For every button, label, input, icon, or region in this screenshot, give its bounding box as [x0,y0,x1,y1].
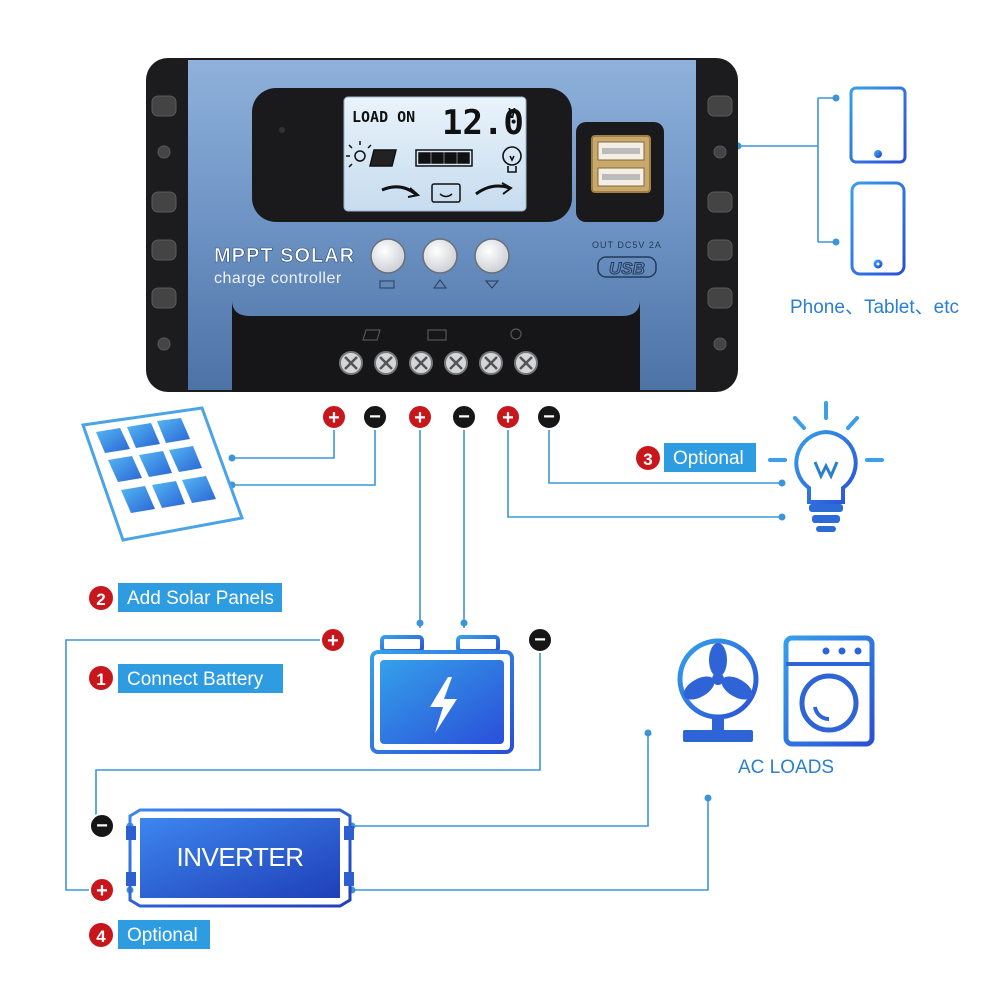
button-symbols-icon [379,279,500,289]
svg-text:3: 3 [643,450,652,469]
load-minus-badge: − [536,404,562,430]
lcd-value: 12.0 [442,103,524,143]
terminal-symbols-icon [362,328,522,341]
svg-text:−: − [543,406,555,428]
svg-text:+: + [328,407,340,429]
step-number-badge [636,446,660,470]
battery-terminal-plus-badge: + [320,627,346,653]
inverter-label: INVERTER [177,842,304,872]
solar-positive-wire [232,418,335,459]
step-label-box [118,920,210,949]
charge-controller: LOAD ON 12.0 V [146,58,738,392]
usb-logo-frame [597,256,657,278]
svg-text:+: + [327,630,339,652]
lcd-status: LOAD ON [352,108,415,126]
svg-text:1: 1 [96,670,105,689]
step-2: 2 Add Solar Panels [89,583,282,612]
fan-icon [677,638,759,742]
battery-plus-to-inverter-wire [65,639,333,891]
washing-machine-icon [783,635,875,747]
step-number-badge [89,923,113,947]
step-label-box [118,583,282,612]
svg-text:4: 4 [96,927,106,946]
step-label: Optional [127,925,198,946]
svg-text:+: + [414,407,426,429]
brand-subtitle: charge controller [214,270,342,287]
battery-minus-to-inverter-wire [95,652,541,826]
lightning-icon [430,677,457,733]
load-negative-wire [548,418,782,484]
usb-spec-text: OUT DC5V 2A [592,240,662,250]
svg-text:−: − [369,406,381,428]
step-1: 1 Connect Battery [89,664,283,693]
lcd-sun-panel-icon [346,141,397,168]
solar-minus-badge: − [362,404,388,430]
battery-minus-badge: − [451,404,477,430]
step-label: Connect Battery [127,669,264,690]
lcd-flow-arrows-icon [381,182,513,203]
inverter-icon: INVERTER [126,808,354,908]
inverter-ac-wire-1 [352,733,649,827]
lcd-unit: V [508,107,516,122]
step-number-badge [89,586,113,610]
right-vents [707,95,733,351]
phone-tablet-label: Phone、Tablet、etc [790,297,959,318]
solar-panel-icon [80,406,245,542]
battery-icon [370,635,514,754]
step-label-box [664,443,756,472]
solar-negative-wire [232,418,376,486]
inverter-minus-badge: − [89,813,115,839]
usb-logo-text: USB [609,259,645,278]
svg-text:+: + [96,880,108,902]
step-3: 3 Optional [636,443,756,472]
terminal-screws [339,351,538,375]
lcd-battery-icon [415,149,473,167]
solar-plus-badge: + [321,404,347,430]
ac-loads-label: AC LOADS [738,757,834,778]
tablet-icon [849,86,907,164]
indicator-led [279,127,285,133]
down-button[interactable] [474,238,510,274]
svg-text:−: − [534,629,546,651]
svg-text:+: + [502,407,514,429]
inverter-plus-badge: + [89,877,115,903]
step-label: Optional [673,448,744,469]
step-label-box [118,664,283,693]
step-label: Add Solar Panels [127,588,274,609]
svg-text:−: − [96,815,108,837]
usb-ports-icon [591,135,651,193]
wires [65,97,836,891]
battery-terminal-minus-badge: − [527,627,553,653]
step-number-badge [89,666,113,690]
svg-text:−: − [458,406,470,428]
inverter-ac-wire-2 [352,798,709,891]
battery-plus-badge: + [407,404,433,430]
brand-title: MPPT SOLAR [214,245,355,267]
menu-button[interactable] [370,238,406,274]
up-button[interactable] [422,238,458,274]
usb-wire [738,97,836,243]
load-positive-wire [507,418,782,518]
svg-text:2: 2 [96,590,105,609]
left-vents [151,95,177,351]
terminal-badges: + − + − + − + − − + [89,404,562,903]
step-4: 4 Optional [89,920,210,949]
phone-icon [850,181,906,276]
light-bulb-icon [768,401,884,532]
lcd-bulb-icon [502,146,522,173]
load-plus-badge: + [495,404,521,430]
